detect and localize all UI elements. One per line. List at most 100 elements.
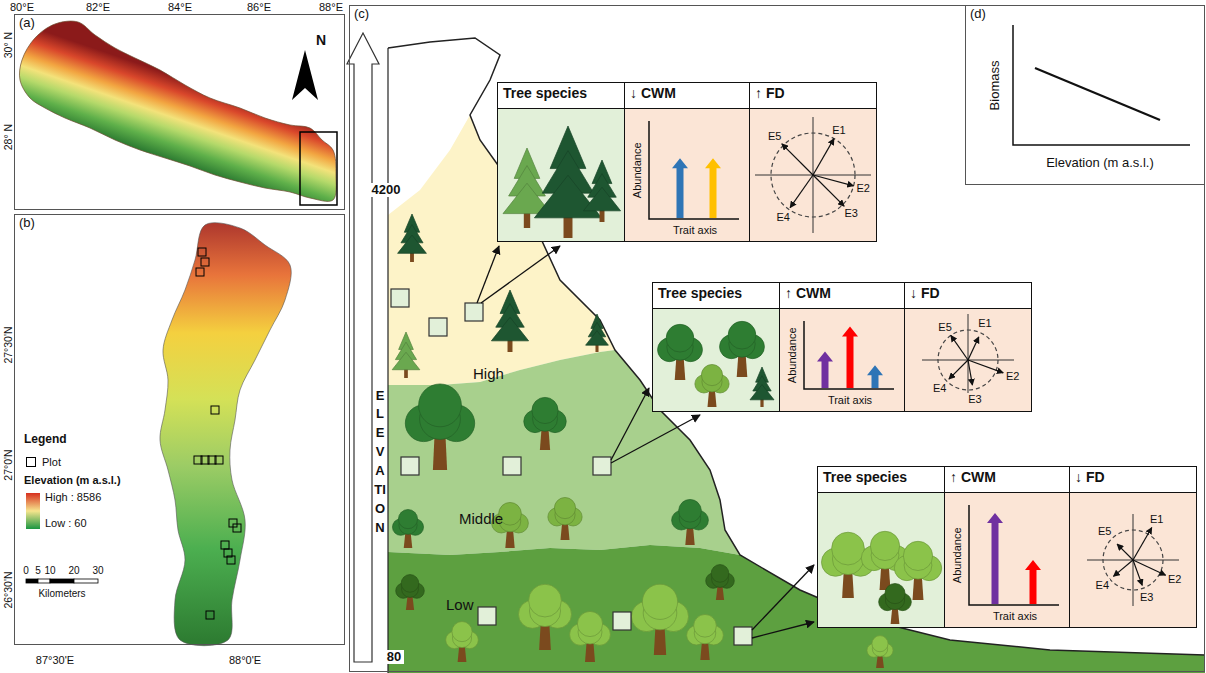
trait-vector	[968, 337, 979, 360]
header-text: ↓ CWM	[630, 85, 676, 101]
elevation-value: 80	[384, 650, 404, 665]
broadleaf-tree	[706, 565, 735, 600]
plot-marker	[227, 556, 235, 564]
scale-unit: Kilometers	[38, 588, 85, 600]
diversity-circle	[771, 133, 855, 217]
table-header-cell: ↑ CWM	[944, 466, 1070, 493]
conifer-tree	[586, 314, 609, 352]
broadleaf-tree	[672, 499, 709, 545]
axis-tick-label: 27°0'N	[2, 449, 14, 480]
tree-crown	[419, 384, 462, 427]
tree-crown	[577, 611, 602, 636]
legend-text: High : 8586	[45, 491, 101, 504]
axis-title: Biomass	[989, 60, 1004, 110]
broadleaf-tree	[687, 614, 724, 660]
leader-arrow	[611, 415, 700, 463]
tree-crown	[694, 614, 717, 637]
trait-vector-label: E1	[831, 124, 846, 137]
trait-vector	[949, 360, 968, 379]
header-text: ↓ FD	[910, 285, 940, 301]
broadleaf-tree	[570, 611, 611, 662]
tree-crown	[903, 541, 932, 570]
abundance-arrow	[1025, 560, 1041, 604]
tree-crown	[586, 331, 609, 345]
trait-vector	[1133, 528, 1152, 560]
sample-plot	[593, 457, 611, 475]
trait-vector-label: E4	[932, 382, 947, 395]
abundance-cell: AbundanceTrait axis	[944, 492, 1070, 628]
trend-line	[1035, 68, 1160, 120]
axis-label: Abundance	[951, 527, 964, 583]
plot-marker	[196, 268, 204, 276]
plot-marker	[215, 456, 223, 464]
trait-vector-label: E4	[1095, 579, 1110, 592]
conifer-tree	[583, 160, 620, 222]
tree-crown	[679, 499, 702, 522]
broadleaf-tree	[867, 636, 893, 668]
axis-tick-label: 87°30'E	[36, 654, 74, 667]
trait-vector-label: E1	[1149, 513, 1164, 526]
trait-vector-label: E2	[1167, 573, 1182, 586]
conifer-tree	[398, 214, 427, 262]
chart-axes	[804, 321, 894, 389]
tree-crown	[398, 510, 417, 529]
abundance-arrow	[817, 352, 833, 388]
scale-bar	[74, 579, 98, 583]
axis-tick-label: 80°E	[10, 1, 34, 14]
leader-arrow	[481, 246, 560, 303]
broadleaf-tree	[720, 321, 765, 377]
abundance-cell: AbundanceTrait axis	[779, 308, 905, 412]
trait-vector	[968, 360, 1003, 373]
header-text: ↓ FD	[1075, 469, 1105, 485]
tree-crown	[728, 321, 756, 349]
broadleaf-tree	[695, 364, 729, 407]
biomass-chart	[1013, 25, 1190, 145]
mountain-outline	[388, 38, 1205, 655]
axis-tick-label: 26°30'N	[2, 571, 14, 608]
chart-axes	[649, 121, 739, 219]
trait-vector	[790, 175, 813, 208]
broadleaf-tree	[446, 622, 479, 662]
axis-tick-label: 84°E	[168, 1, 192, 14]
leader-arrow	[477, 246, 499, 303]
tree-crown	[398, 235, 427, 253]
header-text: Tree species	[823, 469, 907, 485]
abundance-arrow	[842, 326, 858, 388]
elevation-value: 4200	[369, 183, 404, 198]
elevation-axis-arrow	[347, 33, 379, 662]
axis-label: Trait axis	[993, 610, 1037, 623]
conifer-tree	[392, 332, 420, 378]
legend-symbol	[26, 457, 36, 467]
scale-label: 0	[23, 565, 29, 577]
table-header-cell: ↑ CWM	[779, 282, 905, 309]
broadleaf-tree	[392, 510, 423, 548]
axis-tick-label: 88°E	[319, 1, 343, 14]
north-label: N	[316, 32, 326, 48]
panel-letter: (b)	[19, 216, 35, 231]
trait-vector	[1133, 560, 1142, 585]
axis-label: Abundance	[631, 142, 644, 198]
elevation-band: High	[468, 363, 476, 367]
legend-swatch	[26, 511, 40, 529]
scale-bar	[26, 579, 38, 583]
abundance-plot	[945, 493, 1069, 627]
mountain-illustration	[347, 33, 1205, 673]
country-outline	[19, 21, 336, 201]
conifer-tree	[534, 126, 601, 238]
tree-crown	[554, 497, 575, 518]
broadleaf-tree	[524, 397, 566, 450]
broadleaf-tree	[631, 584, 688, 655]
header-text: Tree species	[503, 85, 587, 101]
tree-crown	[532, 397, 558, 423]
sample-plot	[401, 457, 419, 475]
north-arrow	[292, 50, 318, 100]
scale-bar	[50, 579, 74, 583]
panel-frame: (a)	[14, 14, 345, 210]
tree-crown	[452, 622, 472, 642]
elevation-band: Low	[441, 594, 449, 598]
trait-space-plot	[750, 109, 876, 241]
legend-text: Low : 60	[45, 517, 87, 530]
conifer-tree	[750, 367, 774, 407]
nepal-map	[19, 21, 337, 205]
axis-label: Trait axis	[828, 394, 872, 407]
